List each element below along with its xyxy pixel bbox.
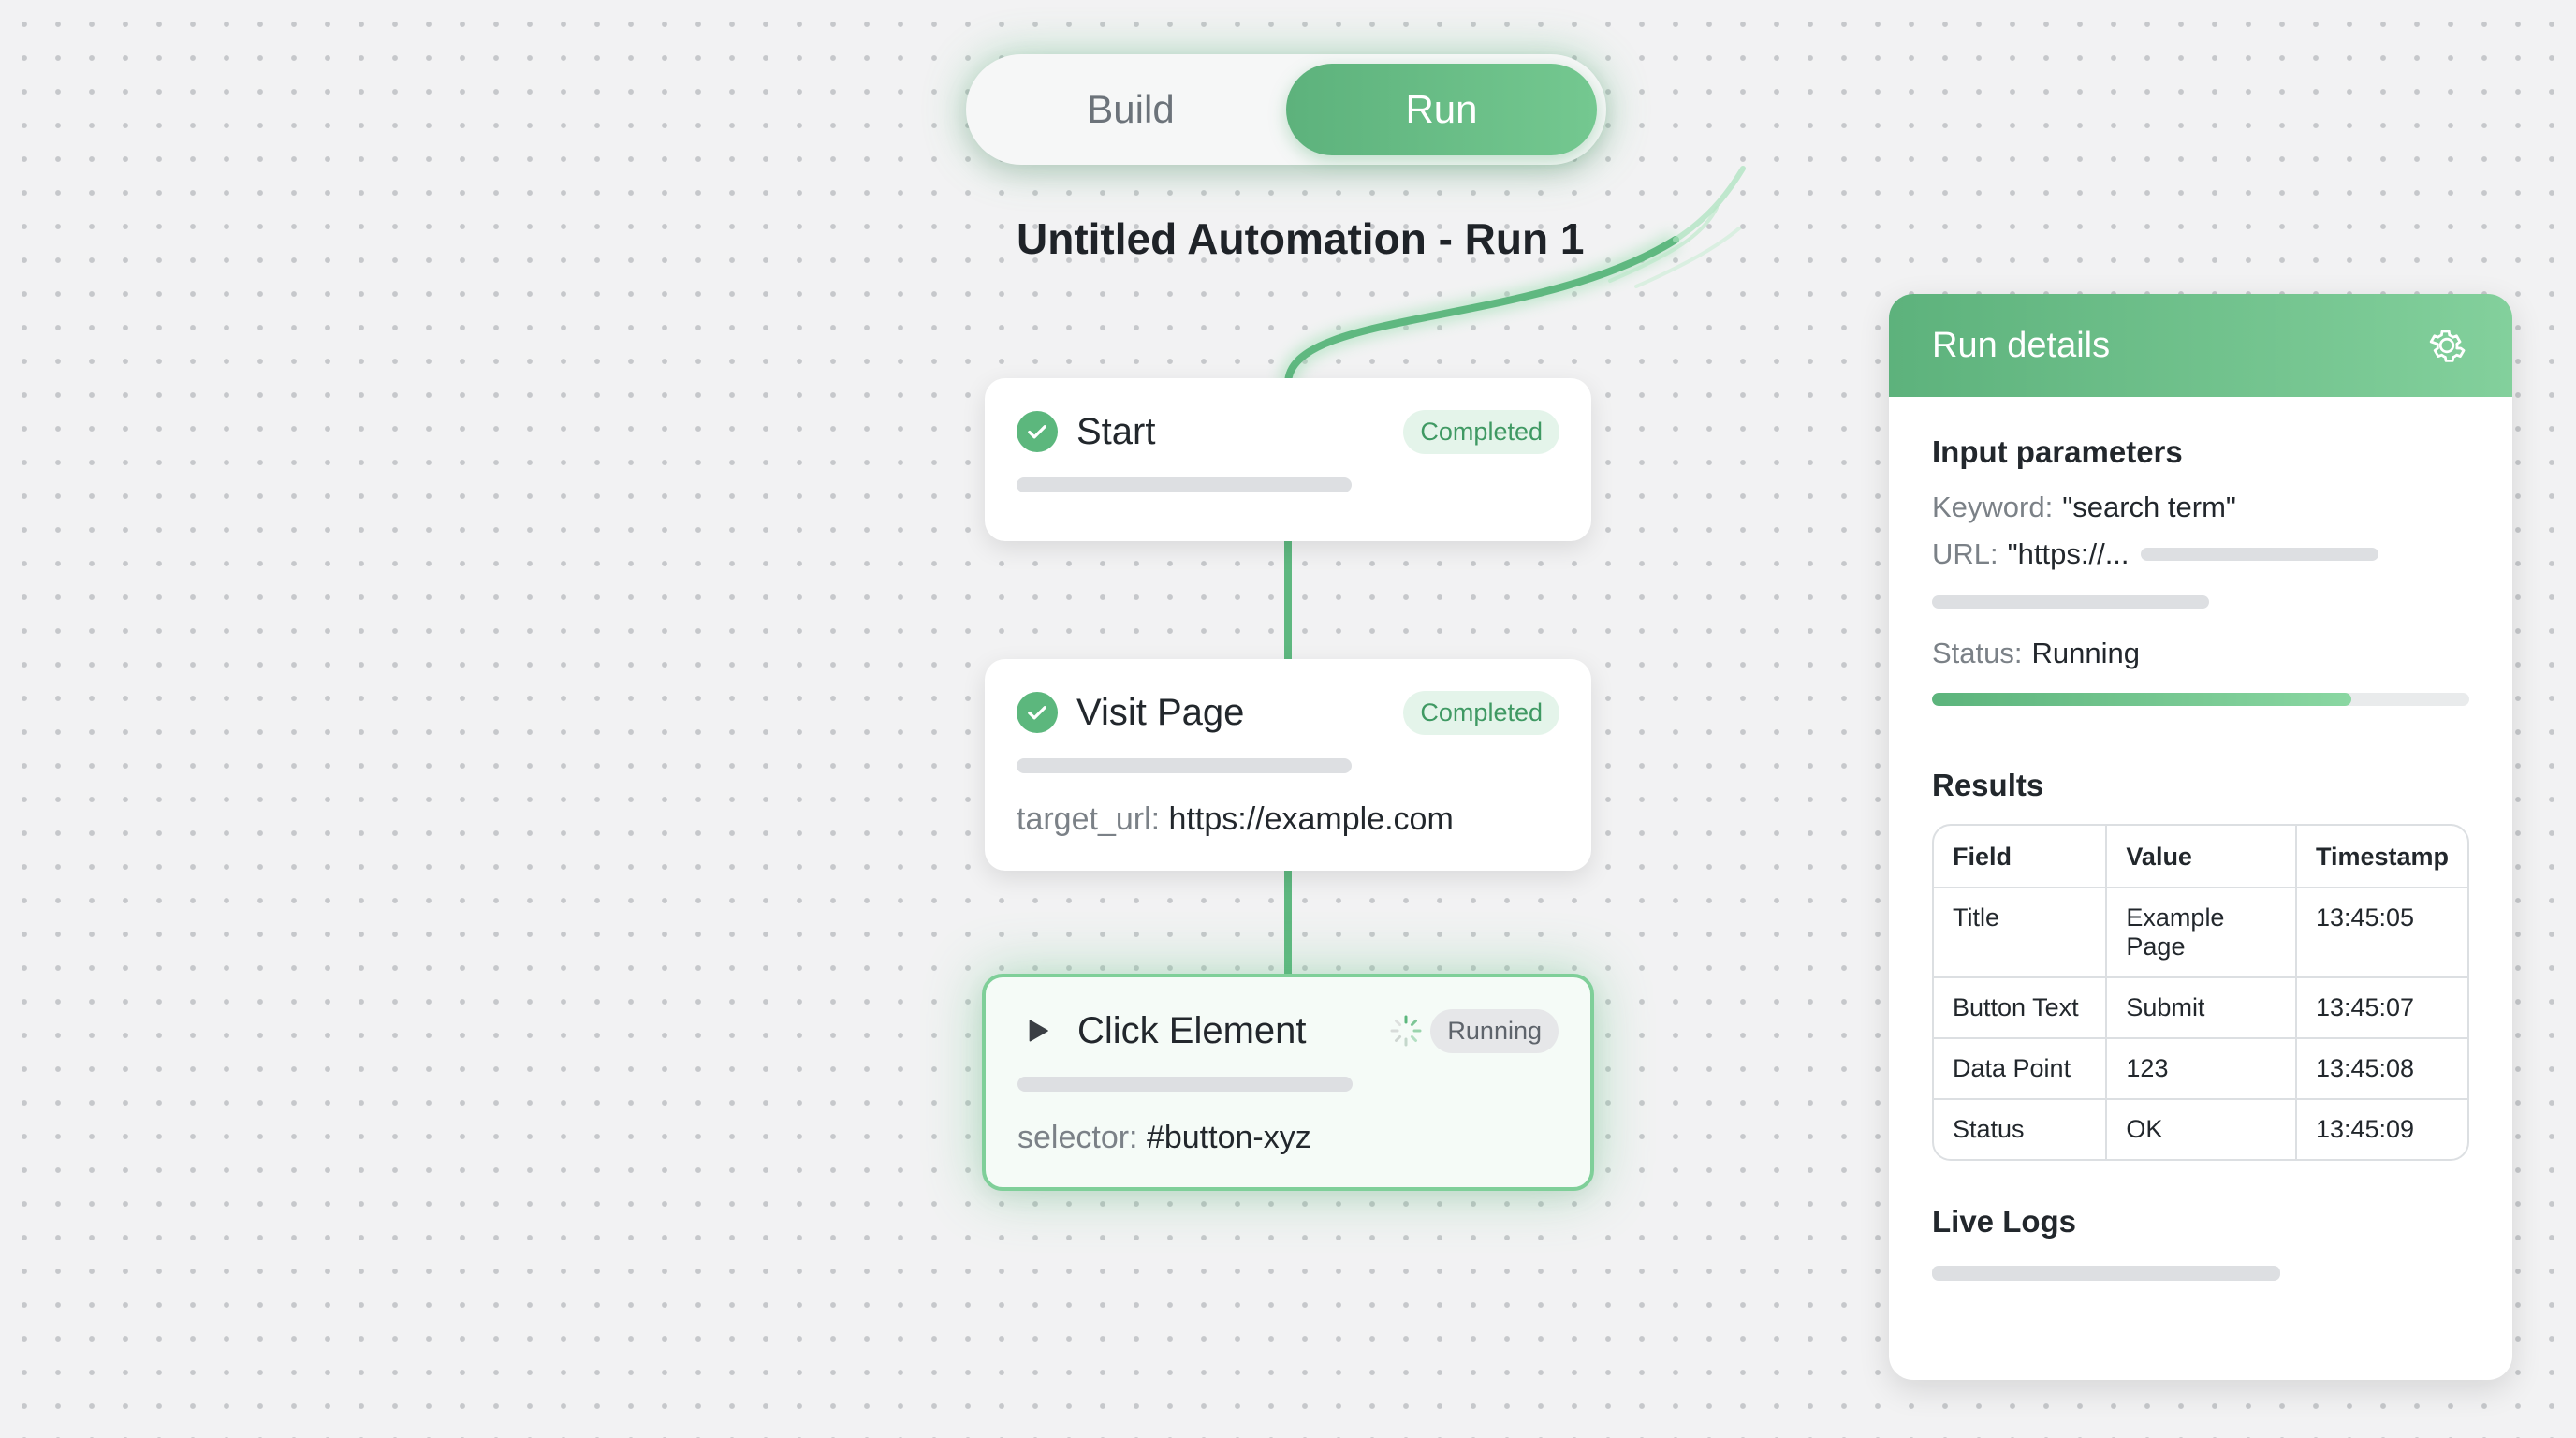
placeholder-bar (1932, 595, 2209, 609)
field-key: target_url: (1017, 801, 1161, 837)
table-cell: 13:45:08 (2296, 1039, 2467, 1100)
log-placeholder-bar (1932, 1266, 2280, 1281)
node-title: Click Element (1077, 1009, 1307, 1051)
panel-header: Run details (1889, 294, 2512, 397)
live-logs-title: Live Logs (1932, 1204, 2077, 1239)
column-header: Field (1934, 826, 2108, 888)
placeholder-bar (1017, 758, 1352, 773)
param-value: "https://... (2007, 537, 2130, 570)
table-row: Data Point 123 13:45:08 (1934, 1039, 2467, 1100)
param-key: Keyword: (1932, 491, 2054, 523)
table-cell: Example Page (2107, 888, 2297, 978)
node-field-target-url: target_url: https://example.com (1017, 801, 1559, 838)
column-header: Timestamp (2296, 826, 2467, 888)
input-parameters-title: Input parameters (1932, 434, 2183, 469)
status-badge: Running (1430, 1008, 1559, 1053)
check-circle-icon (1017, 411, 1058, 452)
check-circle-icon (1017, 692, 1058, 733)
spinner-icon (1390, 1015, 1422, 1047)
build-run-toggle: Build Run (966, 54, 1606, 165)
node-title: Visit Page (1076, 691, 1245, 733)
param-url: URL: "https://... (1932, 537, 2469, 571)
param-key: URL: (1932, 537, 1998, 570)
table-cell: OK (2107, 1100, 2297, 1159)
run-tab[interactable]: Run (1286, 64, 1597, 155)
param-key: Status: (1932, 637, 2023, 669)
run-title: Untitled Automation - Run 1 (1017, 214, 1585, 263)
field-key: selector: (1017, 1120, 1138, 1155)
field-value: https://example.com (1168, 801, 1454, 837)
table-row: Button Text Submit 13:45:07 (1934, 978, 2467, 1039)
table-cell: Status (1934, 1100, 2108, 1159)
run-progress-bar (1932, 693, 2469, 706)
flow-node-visit-page[interactable]: Visit Page Completed target_url: https:/… (985, 659, 1591, 871)
panel-title: Run details (1932, 325, 2111, 365)
table-cell: Button Text (1934, 978, 2108, 1039)
build-tab[interactable]: Build (1087, 87, 1175, 131)
table-header-row: Field Value Timestamp (1934, 826, 2467, 888)
table-row: Status OK 13:45:09 (1934, 1100, 2467, 1159)
table-cell: 13:45:07 (2296, 978, 2467, 1039)
status-badge: Completed (1403, 690, 1559, 735)
flow-node-click-element[interactable]: Click Element Running selector: #button-… (982, 974, 1594, 1191)
field-value: #button-xyz (1146, 1120, 1311, 1155)
table-cell: Data Point (1934, 1039, 2108, 1100)
results-title: Results (1932, 768, 2044, 802)
table-cell: 13:45:09 (2315, 1115, 2415, 1143)
placeholder-bar (1017, 1077, 1353, 1092)
node-field-selector: selector: #button-xyz (1017, 1120, 1559, 1156)
table-cell: 13:45:05 (2296, 888, 2467, 978)
status-badge: Completed (1403, 409, 1559, 454)
placeholder-bar (1017, 477, 1352, 492)
connector-top-curve (1279, 166, 1746, 388)
table-cell: Title (1934, 888, 2108, 978)
run-progress-fill (1932, 693, 2351, 706)
param-value: Running (2031, 637, 2140, 669)
gear-icon[interactable] (2424, 323, 2469, 368)
run-details-panel: Run details Input parameters Keyword: "s… (1889, 294, 2512, 1380)
flow-node-start[interactable]: Start Completed (985, 378, 1591, 541)
results-table: Field Value Timestamp Title Example Page… (1932, 824, 2469, 1161)
play-icon (1017, 1010, 1059, 1051)
param-status: Status: Running (1932, 637, 2469, 670)
table-cell: Submit (2107, 978, 2297, 1039)
placeholder-bar (2140, 548, 2378, 561)
node-title: Start (1076, 410, 1156, 452)
table-row: Title Example Page 13:45:05 (1934, 888, 2467, 978)
table-cell: 123 (2107, 1039, 2297, 1100)
param-value: "search term" (2062, 491, 2236, 523)
column-header: Value (2107, 826, 2297, 888)
param-keyword: Keyword: "search term" (1932, 491, 2469, 524)
